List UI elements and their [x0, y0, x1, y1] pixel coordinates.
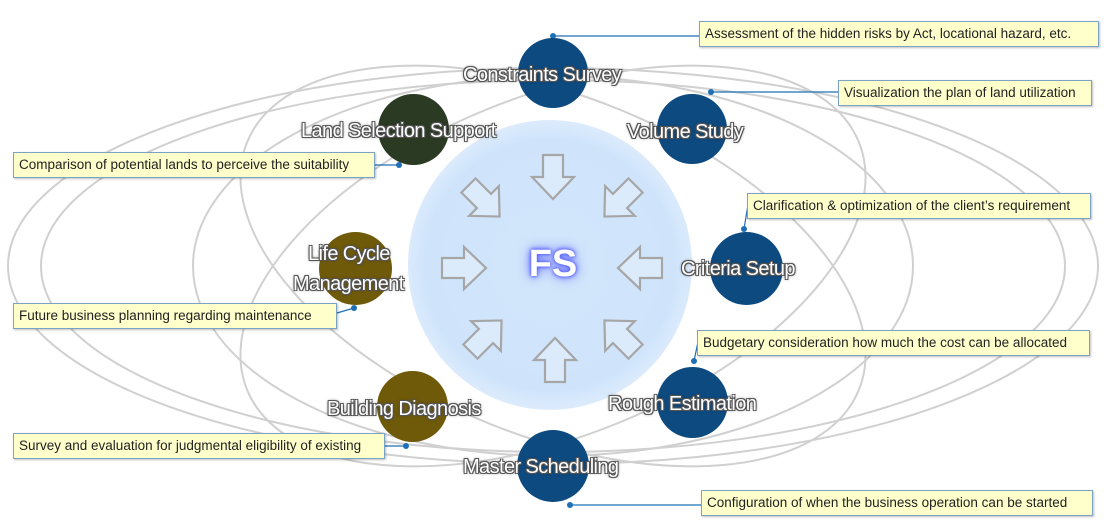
node-land-selection-support — [378, 94, 449, 165]
arrow-from-bottom-right — [588, 304, 652, 368]
callout-life-cycle-management: Future business planning regarding maint… — [13, 303, 337, 329]
label-constraints-survey: Constraints Survey — [463, 64, 622, 86]
orbit-ellipse-tilt-b — [239, 64, 867, 468]
node-building-diagnosis — [377, 371, 448, 442]
node-criteria-setup — [710, 232, 783, 305]
leader-dot — [567, 502, 573, 508]
callout-criteria-setup: Clarification & optimization of the clie… — [747, 193, 1091, 219]
leader-dots — [351, 33, 747, 508]
callout-rough-estimation: Budgetary consideration how much the cos… — [697, 330, 1090, 356]
arrow-from-top — [530, 153, 576, 201]
label-land-selection-support: Land Selection Support — [301, 120, 496, 142]
label-master-scheduling: Master Scheduling — [463, 456, 619, 478]
node-constraints-survey — [518, 38, 588, 108]
leader-dot — [691, 358, 697, 364]
node-life-cycle-management — [319, 232, 392, 305]
leader-dot — [708, 89, 714, 95]
node-master-scheduling — [517, 430, 589, 502]
label-volume-study: Volume Study — [627, 121, 744, 143]
label-life-cycle-line2: Management — [293, 273, 404, 295]
arrow-from-right — [616, 245, 664, 291]
arrow-from-top-right — [588, 169, 652, 233]
node-rough-estimation — [657, 367, 728, 438]
leader-dot — [741, 226, 747, 232]
label-life-cycle-line1: Life Cycle — [308, 243, 390, 265]
center-fs-label: FS — [528, 243, 578, 285]
arrow-from-top-left — [452, 169, 516, 233]
callout-constraints-survey: Assessment of the hidden risks by Act, l… — [699, 21, 1099, 47]
arrow-from-bottom — [532, 336, 578, 384]
arrow-from-bottom-left — [454, 304, 518, 368]
leader-dot — [396, 162, 402, 168]
leader-dot — [351, 305, 357, 311]
callout-building-diagnosis: Survey and evaluation for judgmental eli… — [13, 433, 385, 459]
label-criteria-setup: Criteria Setup — [681, 258, 795, 280]
callout-land-selection-support: Comparison of potential lands to perceiv… — [13, 152, 375, 178]
node-volume-study — [657, 94, 727, 164]
leader-dot — [403, 443, 409, 449]
leader-dot — [550, 33, 556, 39]
arrow-from-left — [440, 245, 488, 291]
label-rough-estimation: Rough Estimation — [608, 393, 757, 415]
callout-volume-study: Visualization the plan of land utilizati… — [838, 80, 1092, 106]
callout-master-scheduling: Configuration of when the business opera… — [701, 490, 1093, 516]
orbit-ellipse-tilt-a — [239, 64, 867, 468]
label-building-diagnosis: Building Diagnosis — [327, 398, 481, 420]
